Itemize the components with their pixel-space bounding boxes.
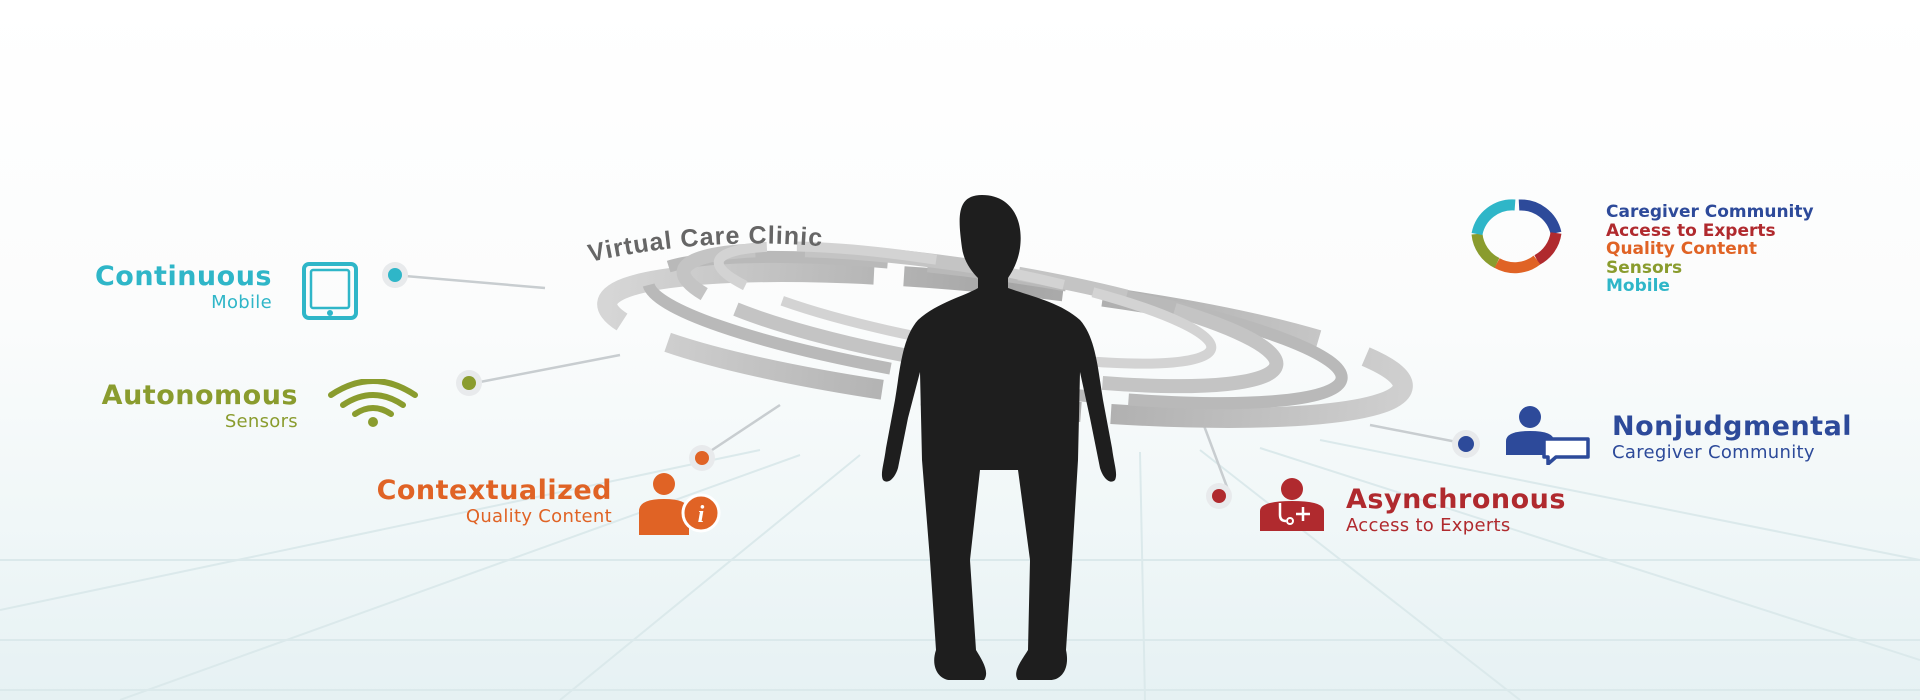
node-title: Autonomous — [101, 380, 298, 411]
donut-chart — [1471, 199, 1562, 274]
person-chat-icon — [1506, 406, 1590, 465]
svg-text:i: i — [698, 502, 705, 528]
connector-lines — [404, 274, 1463, 496]
node-subtitle: Caregiver Community — [1612, 442, 1815, 463]
node-title: Continuous — [94, 261, 272, 292]
node-marker-mobile — [382, 262, 408, 288]
node-marker-content — [689, 445, 715, 471]
node-marker-community — [1452, 430, 1480, 458]
legend-item-access-to-experts: Access to Experts — [1606, 220, 1776, 241]
person-info-icon: i — [639, 473, 721, 535]
wifi-icon — [328, 379, 418, 427]
node-subtitle: Sensors — [224, 411, 298, 432]
floor-grid — [0, 439, 1920, 700]
node-title: Nonjudgmental — [1612, 411, 1853, 442]
node-subtitle: Quality Content — [465, 506, 612, 527]
legend: Caregiver Community Access to Experts Qu… — [1606, 203, 1814, 296]
legend-item-caregiver-community: Caregiver Community — [1606, 202, 1814, 222]
node-subtitle: Access to Experts — [1346, 515, 1511, 536]
legend-item-sensors: Sensors — [1606, 257, 1683, 278]
doctor-icon — [1260, 478, 1324, 531]
node-marker-experts — [1206, 483, 1232, 509]
node-title: Asynchronous — [1346, 484, 1566, 515]
human-silhouette — [881, 195, 1117, 680]
node-marker-sensors — [456, 370, 482, 396]
legend-item-mobile: Mobile — [1606, 276, 1670, 296]
smartphone-icon — [302, 262, 358, 320]
node-continuous: Continuous Mobile — [40, 261, 272, 313]
node-autonomous: Autonomous Sensors — [40, 380, 298, 432]
node-asynchronous: Asynchronous Access to Experts — [1346, 484, 1566, 536]
node-contextualized: Contextualized Quality Content — [300, 475, 612, 527]
node-subtitle: Mobile — [211, 292, 272, 313]
legend-item-quality-content: Quality Content — [1606, 239, 1757, 259]
node-title: Contextualized — [376, 475, 612, 506]
node-nonjudgmental: Nonjudgmental Caregiver Community — [1612, 411, 1852, 463]
